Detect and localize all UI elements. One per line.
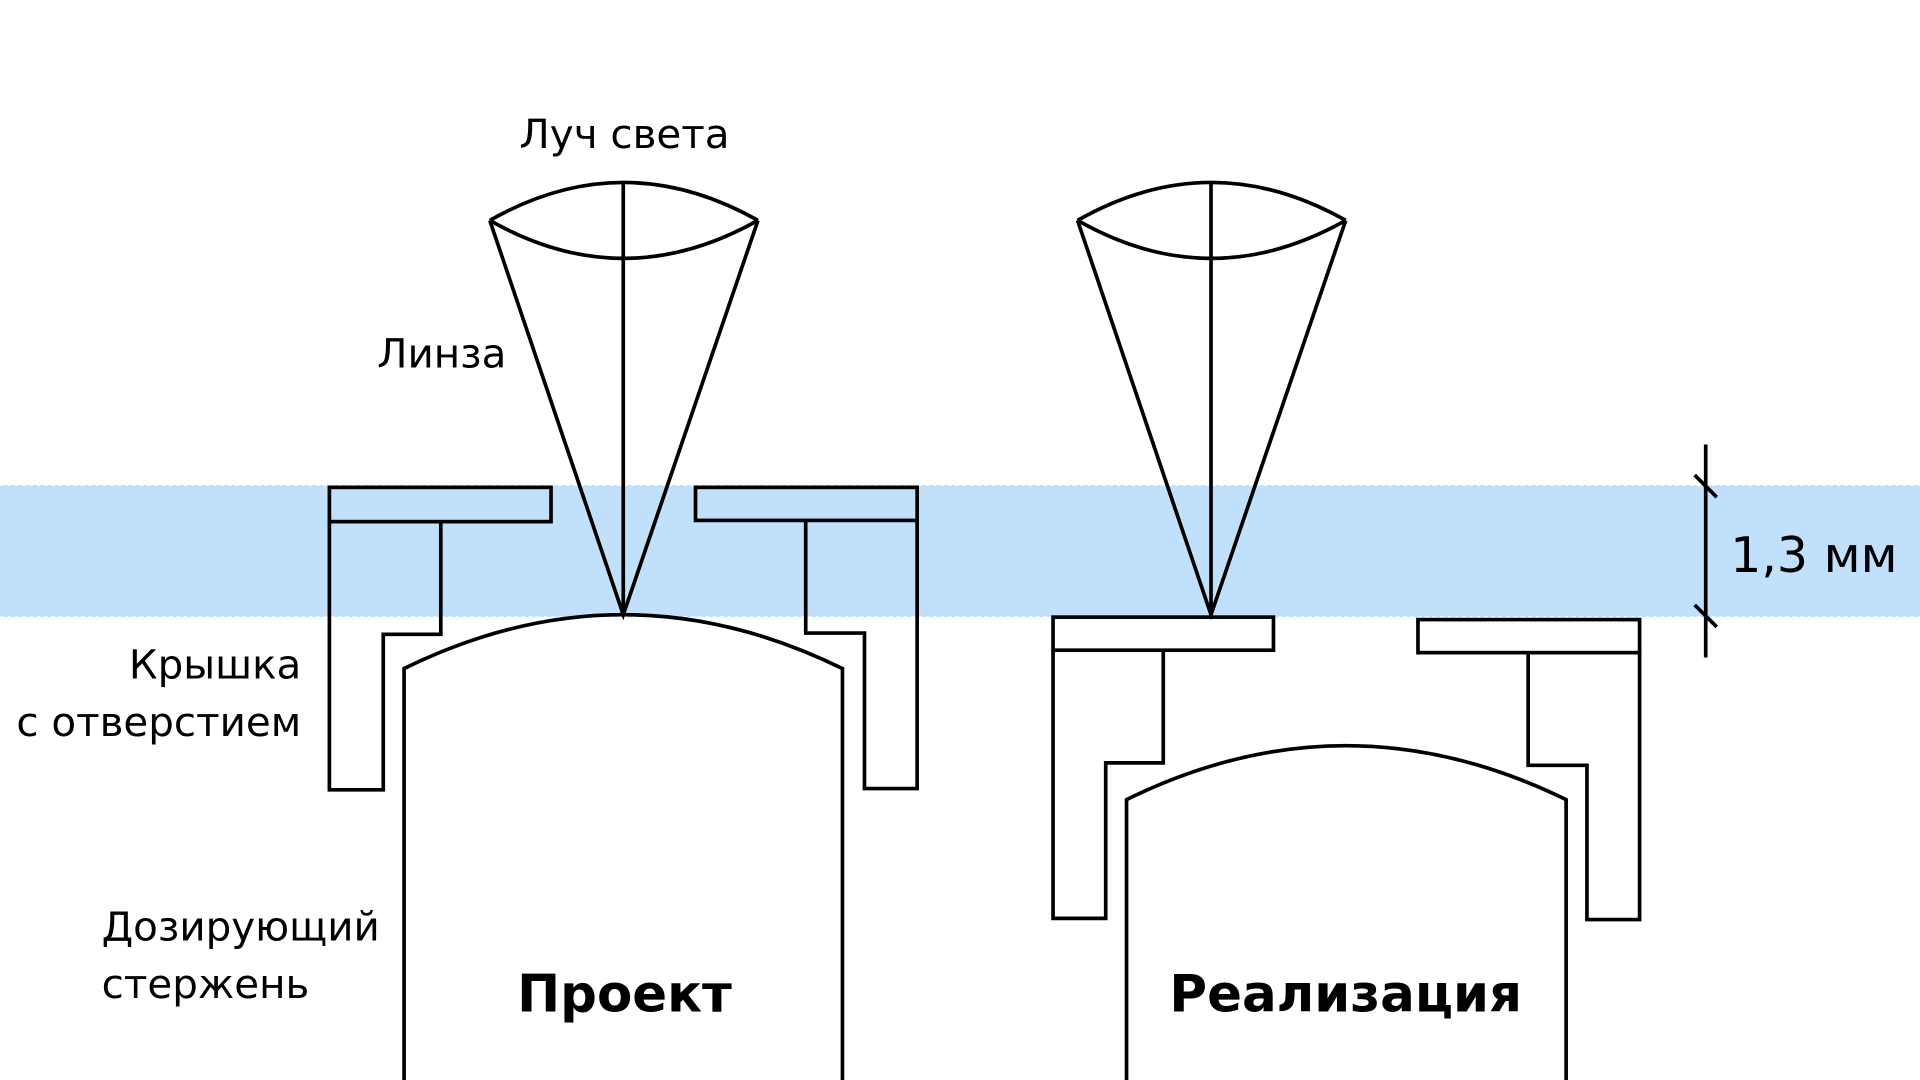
design-title: Проект (517, 964, 732, 1024)
implementation-title: Реализация (1169, 964, 1522, 1024)
design-assembly (327, 180, 919, 1080)
light-beam-label: Луч света (519, 110, 729, 158)
focal-band (0, 484, 1920, 618)
cap-label-line2: с отверстием (16, 698, 301, 746)
rod-label-line1: Дозирующий (102, 902, 380, 950)
implementation-dosing-rod (1124, 743, 1568, 1080)
dimension-label: 1,3 мм (1730, 527, 1897, 584)
implementation-light-cone (1075, 180, 1348, 621)
design-dosing-rod (402, 612, 845, 1080)
rod-label-line2: стержень (102, 960, 310, 1008)
implementation-cap-left (1051, 615, 1276, 921)
implementation-cap-right (1416, 617, 1642, 922)
design-cap-left (327, 485, 553, 792)
cap-label-line1: Крышка (129, 640, 301, 688)
design-cap-right (693, 485, 919, 791)
lens-label: Линза (377, 329, 506, 377)
implementation-assembly (1051, 180, 1642, 1080)
dimension-marker (1693, 444, 1719, 658)
